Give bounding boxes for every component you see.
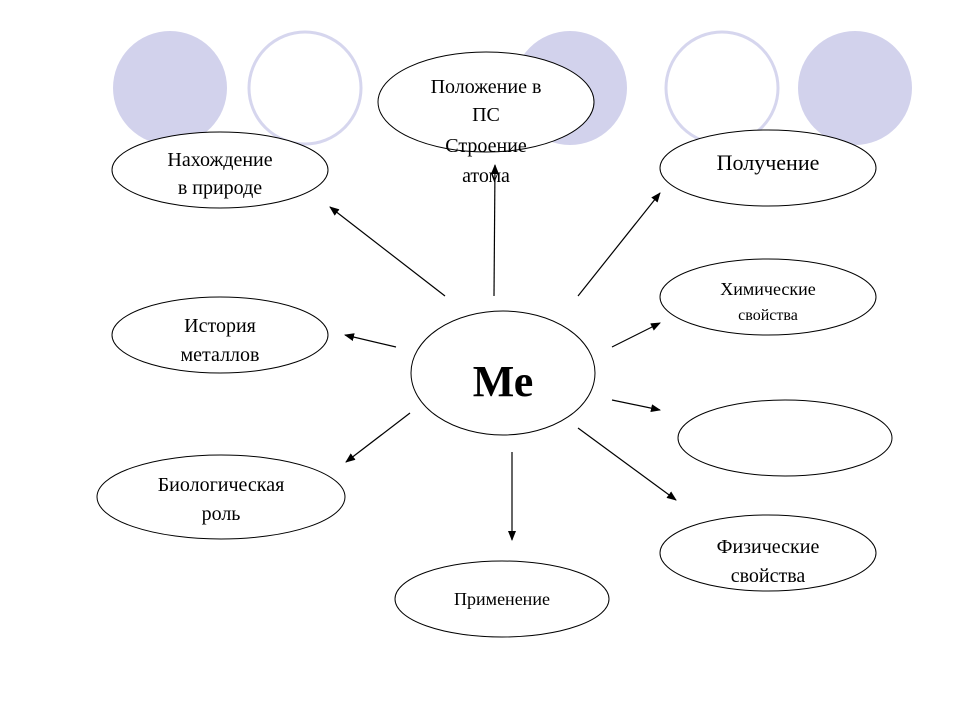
center-label: Ме — [473, 357, 533, 406]
node-physical: Физические свойства — [659, 514, 877, 592]
arrow-to-empty — [611, 399, 661, 413]
node-chemical: Химические свойства — [659, 258, 877, 336]
node-text: Получение — [717, 150, 820, 175]
node-occurrence: Нахождение в природе — [111, 131, 329, 209]
node-history: История металлов — [111, 296, 329, 374]
node-text: атома — [462, 165, 510, 187]
arrow-to-history — [344, 333, 397, 348]
arrow-to-chemical — [611, 322, 661, 348]
node-text: Нахождение — [167, 149, 272, 171]
node-empty — [677, 399, 893, 477]
node-text: роль — [202, 503, 241, 525]
arrow-to-production — [577, 192, 661, 297]
decor-circle-outline — [664, 30, 780, 146]
node-text: История — [184, 315, 256, 337]
node-text: металлов — [181, 344, 260, 366]
node-text: Строение — [445, 135, 527, 157]
node-text: Положение в — [431, 76, 542, 98]
node-text: свойства — [731, 565, 806, 587]
node-text: Применение — [454, 589, 550, 609]
node-text: в природе — [178, 177, 262, 199]
node-text: ПС — [472, 104, 500, 126]
node-text: свойства — [738, 307, 798, 324]
decor-circle-filled — [113, 31, 227, 145]
arrow-to-physical — [577, 427, 677, 501]
node-production: Получение — [659, 129, 877, 207]
decor-circle-filled — [798, 31, 912, 145]
arrow-to-position — [490, 164, 499, 297]
arrow-to-biological — [345, 412, 411, 463]
node-text: Биологическая — [158, 474, 285, 496]
decor-circle-outline — [247, 30, 363, 146]
arrow-to-occurrence — [329, 206, 446, 297]
node-biological: Биологическая роль — [96, 454, 346, 540]
node-application: Применение — [394, 560, 610, 638]
node-text: Физические — [717, 536, 820, 558]
node-center-me: Ме — [410, 310, 596, 436]
node-position: Положение в ПС Строение атома — [377, 51, 595, 187]
arrows — [329, 164, 677, 541]
node-text: Химические — [720, 279, 816, 299]
